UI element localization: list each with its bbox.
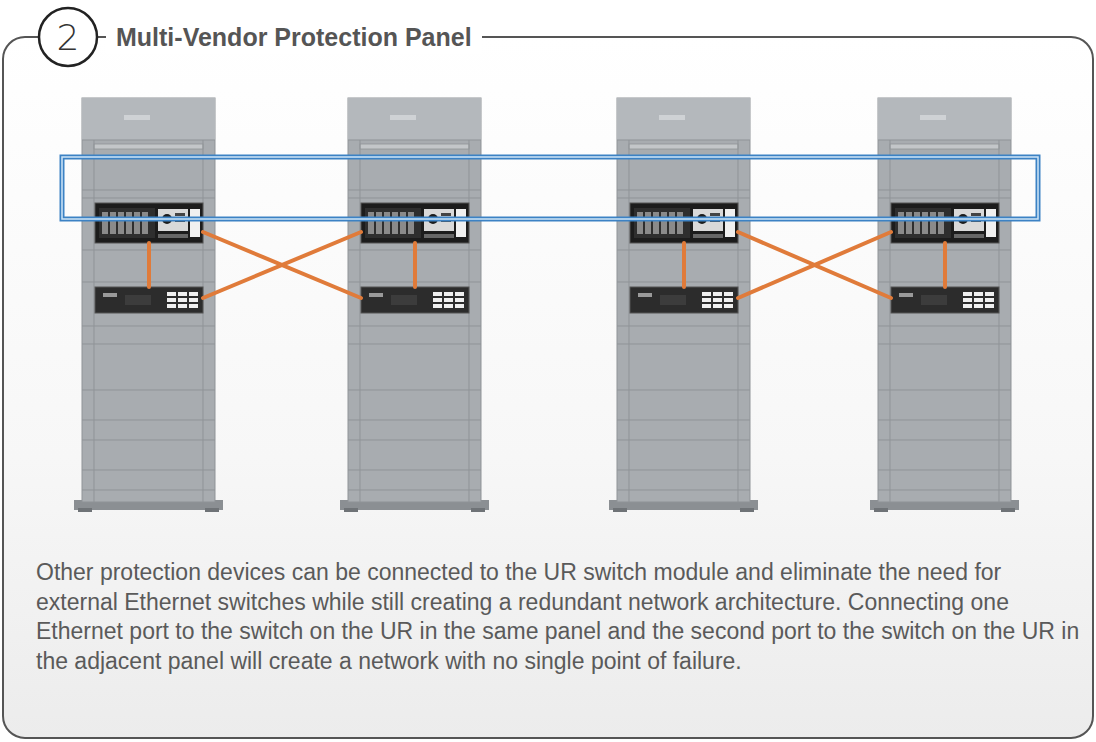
callout-number: 2	[37, 6, 99, 68]
caption-text: Other protection devices can be connecte…	[36, 558, 1081, 676]
ur-relays	[95, 203, 999, 243]
ring-network	[62, 157, 1038, 219]
cabinets	[74, 98, 1019, 512]
ethernet-wires	[149, 232, 945, 298]
protection-devices	[95, 287, 999, 313]
panel-frame	[3, 37, 1093, 738]
callout-circle: 2	[37, 6, 99, 68]
panel-title: Multi-Vendor Protection Panel	[106, 20, 482, 54]
